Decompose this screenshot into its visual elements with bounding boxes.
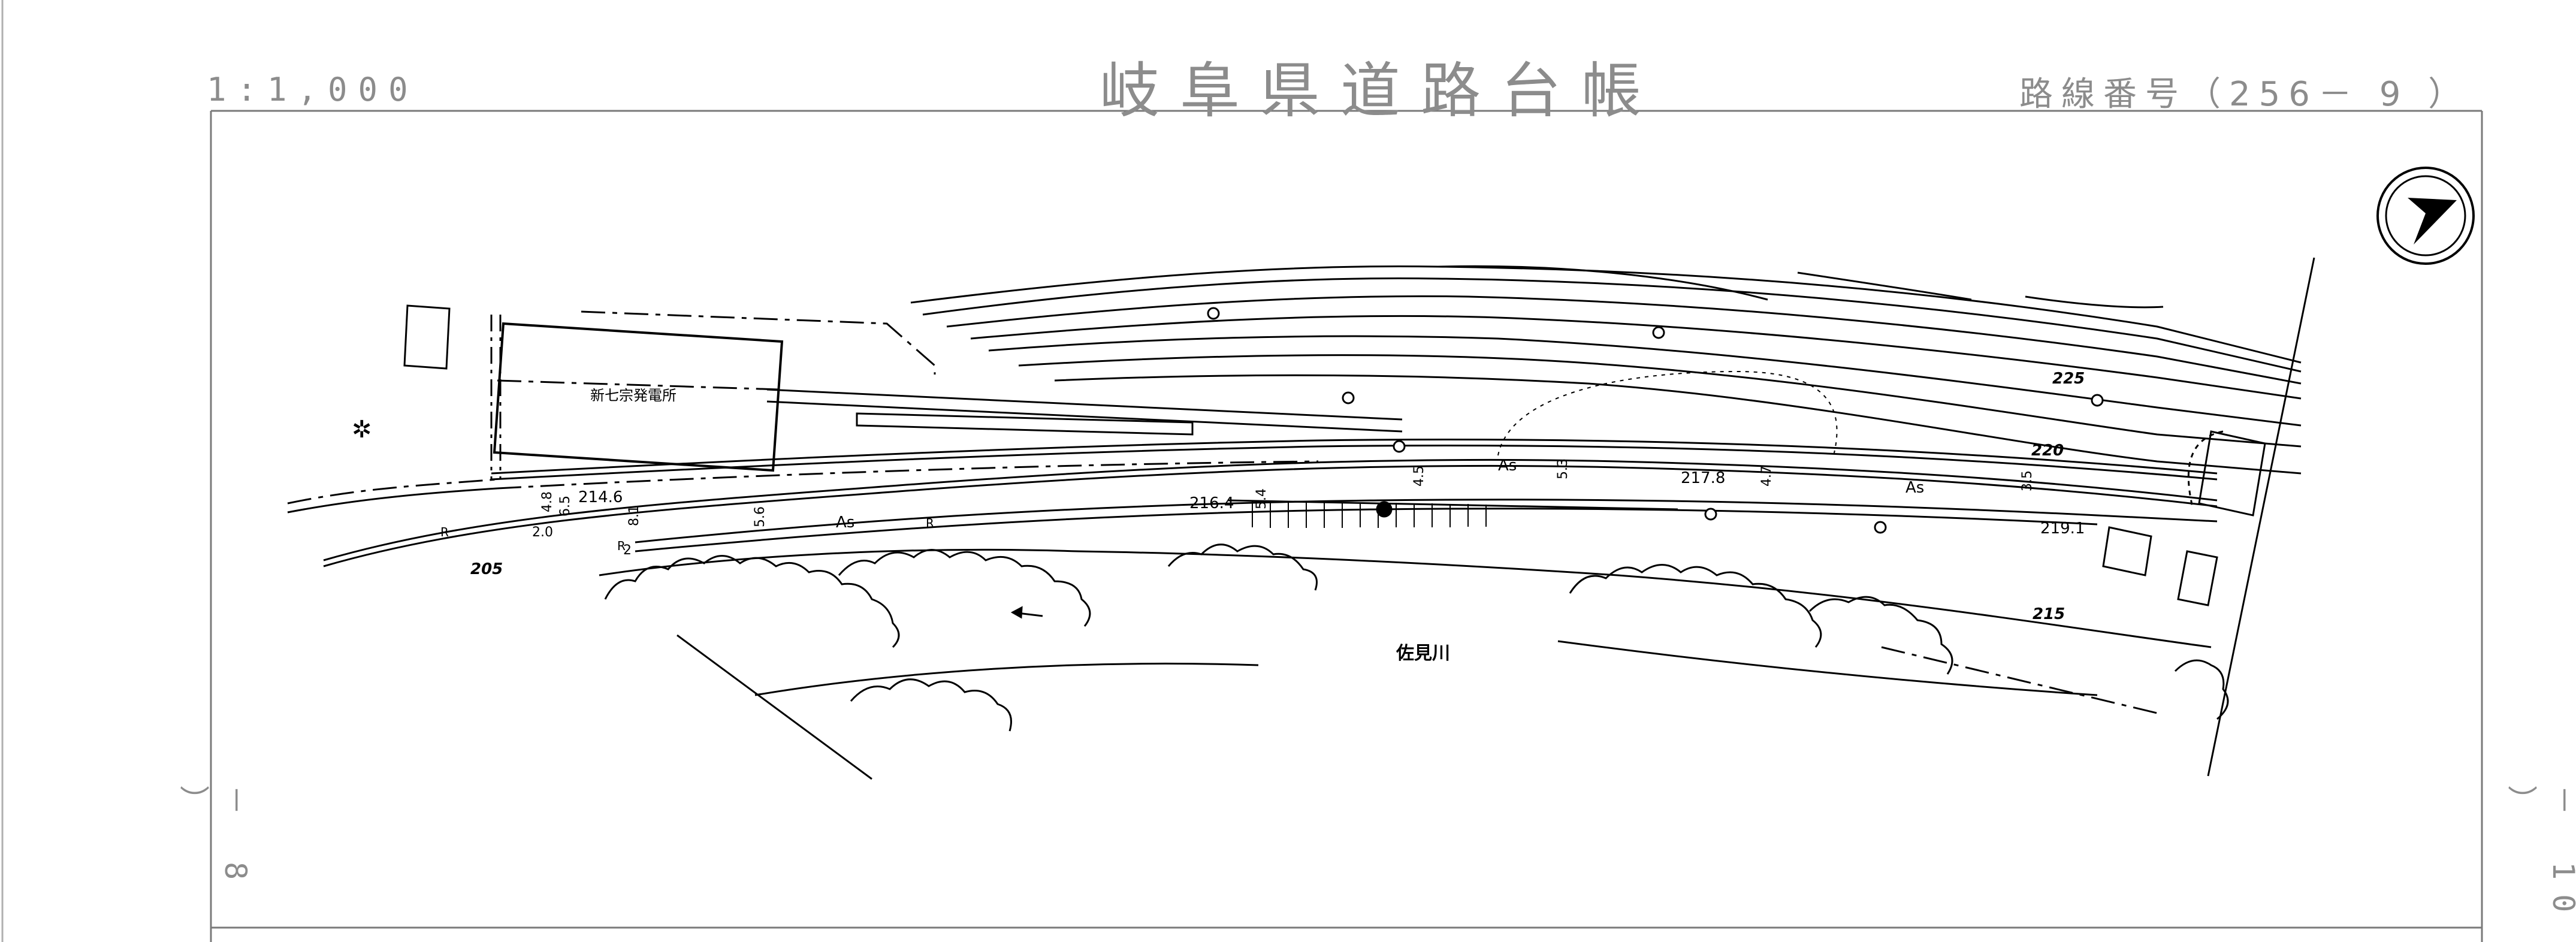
pavement-label: As [1905, 479, 1924, 497]
buildings-right [2102, 430, 2266, 606]
power-station: 新七宗発電所 [493, 322, 784, 472]
contour-label: 225 [2052, 370, 2085, 388]
elevation-label: 216.4 [1189, 494, 1234, 512]
contour-label: 205 [470, 560, 503, 578]
contour-label: 215 [2033, 605, 2065, 623]
road-symbol: R [617, 539, 626, 553]
contour-label: 220 [2031, 442, 2064, 460]
page-marker-left: － 8 ） [175, 785, 253, 895]
dimension-label: 5.3 [1556, 458, 1571, 479]
pavement-label: As [1498, 457, 1517, 475]
dimension-label: 8.1 [627, 505, 642, 526]
small-structure [403, 304, 502, 479]
dimension-label: 4.5 [1412, 466, 1427, 487]
elevation-label: 219.1 [2040, 520, 2085, 538]
elevation-label: 217.8 [1681, 469, 1725, 487]
north-arrow-icon [2376, 167, 2475, 265]
map-frame [1, 0, 2483, 942]
dotted-boundary [1497, 370, 1838, 456]
flow-arrow-icon [1010, 606, 1043, 619]
facility-label: 新七宗発電所 [590, 387, 677, 404]
map-labels: 佐見川 214.6 216.4 217.8 219.1 As As As 4.8… [440, 457, 2085, 664]
tree-canopy [604, 544, 2229, 732]
road-symbol: R [926, 516, 934, 530]
pavement-label: As [836, 514, 854, 532]
survey-points [1207, 307, 2104, 534]
tree-symbol-icon: ✲ [352, 416, 372, 443]
route-number: 路線番号（256－ 9 ） [2019, 75, 2471, 114]
dimension-label: 4.8 [540, 491, 555, 512]
elevation-label: 214.6 [578, 488, 623, 506]
dimension-label: 6.5 [558, 496, 573, 517]
page-title: 岐阜県道路台帳 [1100, 56, 1662, 126]
contour-labels: 205 215 220 225 [470, 370, 2085, 623]
dimension-label: 2 [623, 543, 632, 558]
dimension-label: 4.7 [1759, 466, 1774, 487]
contour-lines [910, 265, 2302, 475]
river-label: 佐見川 [1396, 643, 1450, 664]
page-marker-right: － 10 ） [2503, 785, 2576, 927]
dimension-label: 5.6 [753, 506, 768, 527]
retaining-wall [1228, 499, 1678, 528]
dimension-label: 3.5 [2020, 470, 2035, 491]
dimension-label: 5.4 [1254, 488, 1269, 509]
map-area-edges [677, 257, 2315, 780]
scale-label: 1:1,000 [207, 71, 419, 108]
dimension-label: 2.0 [532, 525, 553, 540]
road-symbol: R [440, 525, 449, 539]
river-banks [599, 548, 2212, 714]
